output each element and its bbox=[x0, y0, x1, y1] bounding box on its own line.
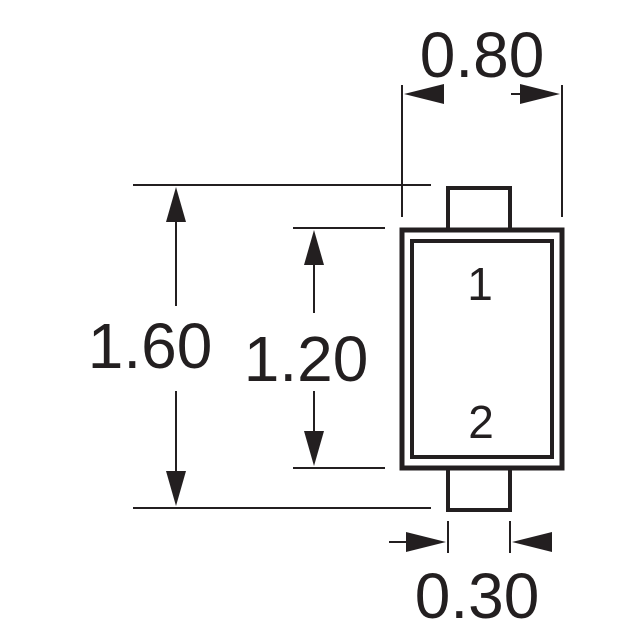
arrow-lead-width-left bbox=[406, 532, 446, 552]
top-width-label: 0.80 bbox=[420, 19, 545, 91]
arrow-top-width-right bbox=[520, 84, 560, 104]
arrow-body-height-bottom bbox=[304, 431, 324, 466]
arrow-top-width-left bbox=[404, 84, 444, 104]
bottom-lead bbox=[446, 466, 512, 512]
arrow-body-height-top bbox=[304, 230, 324, 265]
top-lead bbox=[446, 186, 512, 232]
arrow-overall-height-top bbox=[166, 187, 186, 222]
lead-width-label: 0.30 bbox=[415, 560, 540, 632]
arrow-overall-height-bottom bbox=[166, 471, 186, 506]
overall-height-label: 1.60 bbox=[88, 310, 213, 382]
package-body-inner bbox=[410, 239, 554, 459]
pin-2-label: 2 bbox=[468, 396, 494, 448]
arrow-lead-width-right bbox=[512, 532, 552, 552]
body-height-label: 1.20 bbox=[244, 323, 369, 395]
pin-1-label: 1 bbox=[467, 258, 493, 310]
